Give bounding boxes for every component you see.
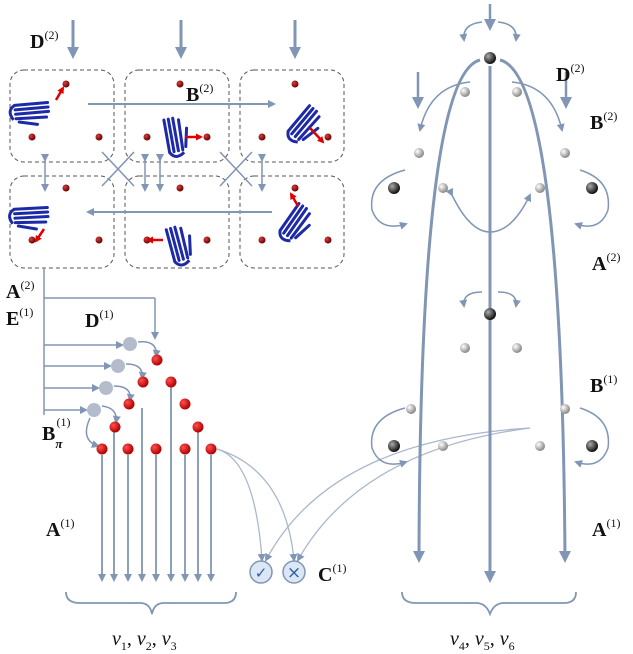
svg-text:A(2): A(2)	[592, 250, 620, 275]
svg-text:B(2): B(2)	[186, 81, 213, 106]
label-b-pi: Bπ(1)	[42, 415, 70, 451]
label-b2: B(2)	[186, 81, 213, 106]
right-brace	[401, 591, 577, 617]
left-loops	[85, 341, 161, 448]
svg-text:v4, v5, v6: v4, v5, v6	[450, 628, 515, 653]
right-top-loop	[459, 4, 521, 42]
svg-text:B(2): B(2)	[590, 109, 617, 134]
label-v123: v1, v2, v3	[112, 628, 177, 653]
svg-text:C(1): C(1)	[318, 561, 346, 586]
label-a1-right: A(1)	[592, 516, 620, 541]
svg-text:A(1): A(1)	[46, 516, 74, 541]
label-a2-right: A(2)	[592, 250, 620, 275]
svg-text:D(2): D(2)	[30, 28, 58, 53]
left-context-lines	[43, 268, 159, 415]
label-b1-right: B(1)	[590, 372, 617, 397]
label-d2-right: D(2)	[556, 61, 584, 86]
label-a1: A(1)	[46, 516, 74, 541]
svg-text:Bπ(1): Bπ(1)	[42, 415, 70, 451]
check-button[interactable]: ✓	[249, 560, 273, 584]
check-icon: ✓	[255, 564, 268, 582]
right-branch-arrows	[370, 58, 610, 583]
svg-text:E(1): E(1)	[6, 305, 33, 330]
label-e1: E(1)	[6, 305, 33, 330]
svg-text:D(2): D(2)	[556, 61, 584, 86]
label-c1: C(1)	[318, 561, 346, 586]
right-nodes	[388, 52, 598, 452]
transition-arrows	[41, 100, 276, 216]
svg-text:D(1): D(1)	[85, 307, 113, 332]
label-d1: D(1)	[85, 307, 113, 332]
red-nodes	[96, 354, 217, 455]
red-movement-arrows	[34, 86, 325, 244]
curves-to-c	[216, 427, 531, 562]
label-a2: A(2)	[6, 278, 34, 303]
hand-icons	[5, 89, 327, 268]
cross-button[interactable]: ×	[282, 560, 306, 584]
task-boxes	[9, 69, 345, 269]
svg-text:B(1): B(1)	[590, 372, 617, 397]
label-b2-right: B(2)	[590, 109, 617, 134]
svg-text:v1, v2, v3: v1, v2, v3	[112, 628, 177, 653]
top-down-arrows	[67, 20, 301, 59]
left-brace	[65, 591, 237, 615]
label-d2: D(2)	[30, 28, 58, 53]
svg-text:A(2): A(2)	[6, 278, 34, 303]
svg-text:A(1): A(1)	[592, 516, 620, 541]
grey-nodes	[87, 337, 137, 417]
label-v456: v4, v5, v6	[450, 628, 515, 653]
cross-icon: ×	[287, 563, 301, 583]
left-vertical-arrows	[98, 386, 215, 582]
